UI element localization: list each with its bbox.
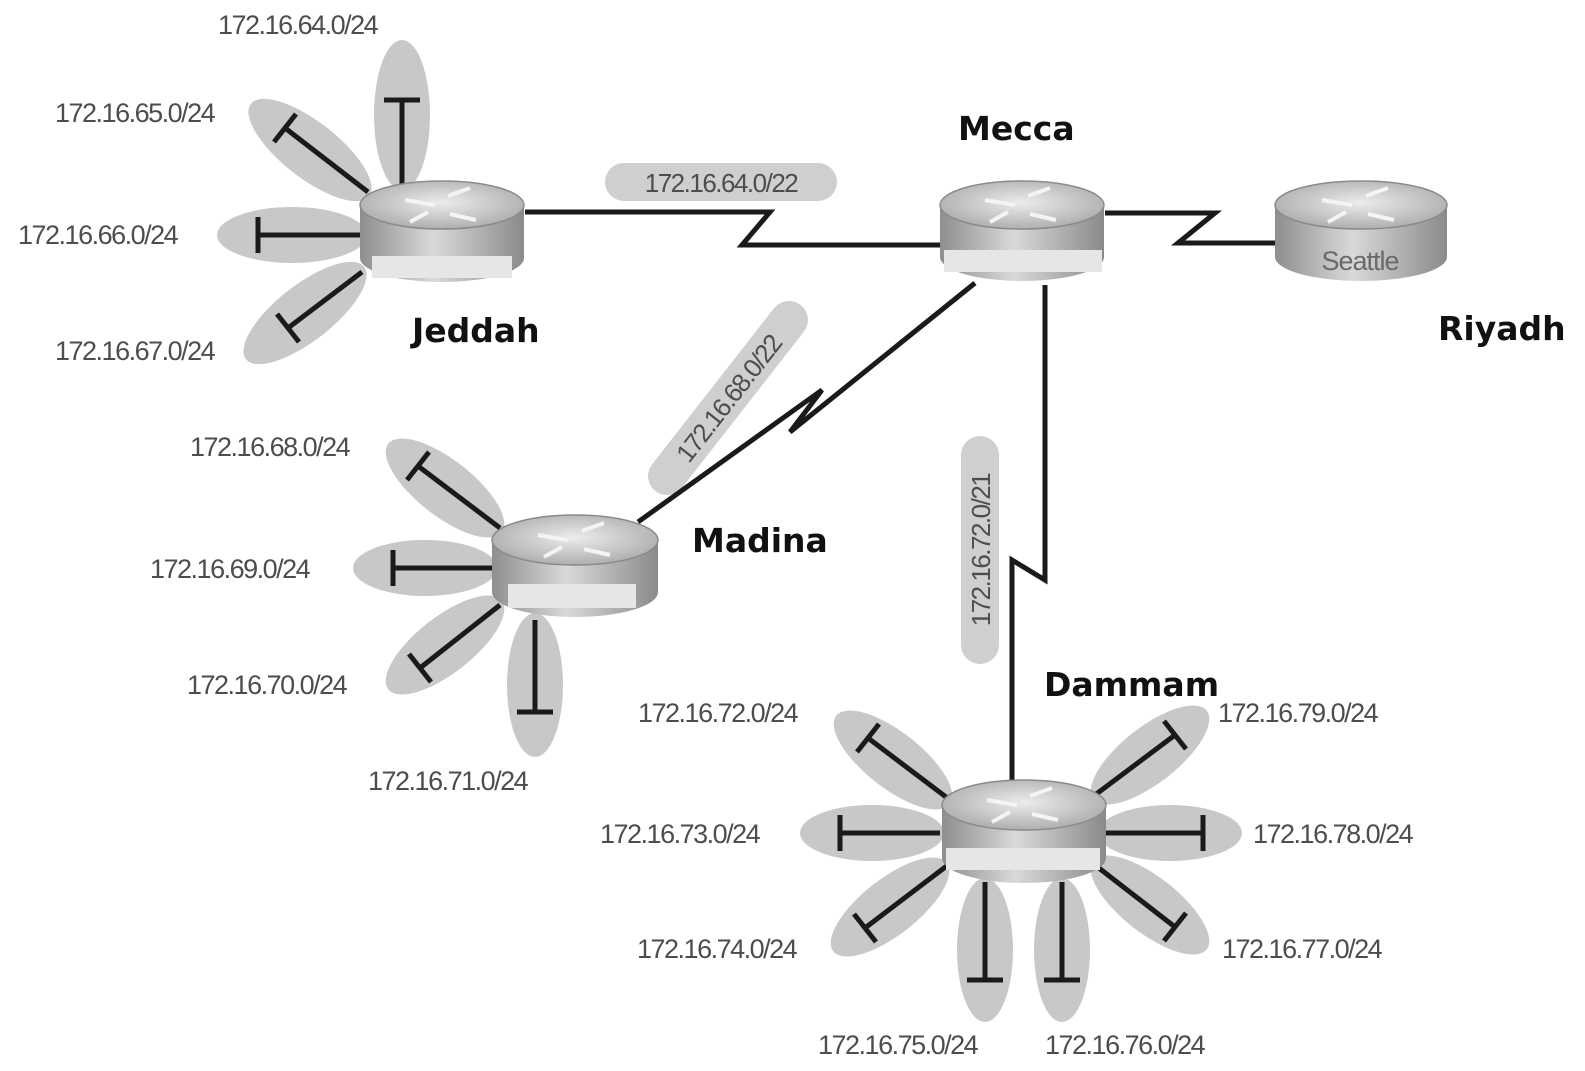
lan-segment-icon (1090, 705, 1210, 805)
lan-segment-icon (800, 805, 944, 861)
subnet-label: 172.16.77.0/24 (1222, 934, 1383, 964)
subnet-label: 172.16.73.0/24 (600, 819, 761, 849)
subnet-label: 172.16.78.0/24 (1253, 819, 1414, 849)
lan-segment-icon (1090, 855, 1210, 955)
lan-segment-icon (243, 261, 367, 365)
lan-segment-icon (353, 540, 497, 596)
router-icon (939, 180, 1105, 281)
router-label-madina: Madina (692, 521, 828, 560)
lan-segment-icon (1098, 805, 1242, 861)
serial-link-icon (525, 209, 945, 248)
router-label-riyadh: Riyadh (1438, 309, 1566, 348)
serial-link-icon (636, 281, 977, 525)
lan-segment-icon (385, 438, 505, 538)
link-label-dammam-mecca: 172.16.72.0/21 (966, 473, 996, 627)
serial-link-icon (1105, 210, 1280, 246)
router-label-jeddah: Jeddah (410, 311, 540, 350)
router-label-dammam: Dammam (1044, 665, 1219, 704)
serial-link-icon (1009, 285, 1048, 785)
subnet-label: 172.16.70.0/24 (187, 670, 348, 700)
subnet-label: 172.16.66.0/24 (18, 220, 179, 250)
lan-segment-icon (374, 40, 430, 190)
subnet-label: 172.16.69.0/24 (150, 554, 311, 584)
serial-links (525, 209, 1280, 785)
router-riyadh[interactable]: Seattle (1274, 180, 1448, 281)
router-madina[interactable] (491, 514, 659, 617)
lan-segment-icon (217, 207, 367, 263)
lan-segment-icon (385, 595, 505, 695)
router-icon (941, 779, 1107, 883)
link-label-jeddah-mecca: 172.16.64.0/22 (645, 168, 799, 198)
router-label-mecca: Mecca (958, 109, 1075, 148)
lan-segment-icon (1034, 878, 1090, 1022)
city-labels: Jeddah Mecca Riyadh Madina Dammam (410, 109, 1566, 704)
router-icon (491, 514, 659, 617)
subnet-label: 172.16.75.0/24 (818, 1030, 979, 1060)
router-dammam[interactable] (941, 779, 1107, 883)
subnet-label: 172.16.65.0/24 (55, 98, 216, 128)
router-badge: Seattle (1321, 246, 1398, 276)
subnet-label: 172.16.67.0/24 (55, 336, 216, 366)
lan-segment-icon (830, 857, 950, 957)
subnet-label: 172.16.74.0/24 (637, 934, 798, 964)
router-jeddah[interactable] (359, 180, 525, 282)
subnet-label: 172.16.64.0/24 (218, 10, 379, 40)
lan-segments (217, 40, 1242, 1022)
lan-segment-icon (833, 710, 953, 810)
subnet-label: 172.16.79.0/24 (1218, 698, 1379, 728)
subnet-label: 172.16.76.0/24 (1045, 1030, 1206, 1060)
router-icon (359, 180, 525, 282)
subnet-label: 172.16.71.0/24 (368, 766, 529, 796)
subnet-label: 172.16.72.0/24 (638, 698, 799, 728)
subnet-labels: 172.16.64.0/24 172.16.65.0/24 172.16.66.… (18, 10, 1415, 1060)
link-label-madina-mecca: 172.16.68.0/22 (670, 328, 788, 467)
router-icon (1274, 180, 1448, 281)
router-mecca[interactable] (939, 180, 1105, 281)
subnet-label: 172.16.68.0/24 (190, 432, 351, 462)
lan-segment-icon (248, 98, 372, 202)
lan-segment-icon (957, 878, 1013, 1022)
lan-segment-icon (507, 613, 563, 757)
